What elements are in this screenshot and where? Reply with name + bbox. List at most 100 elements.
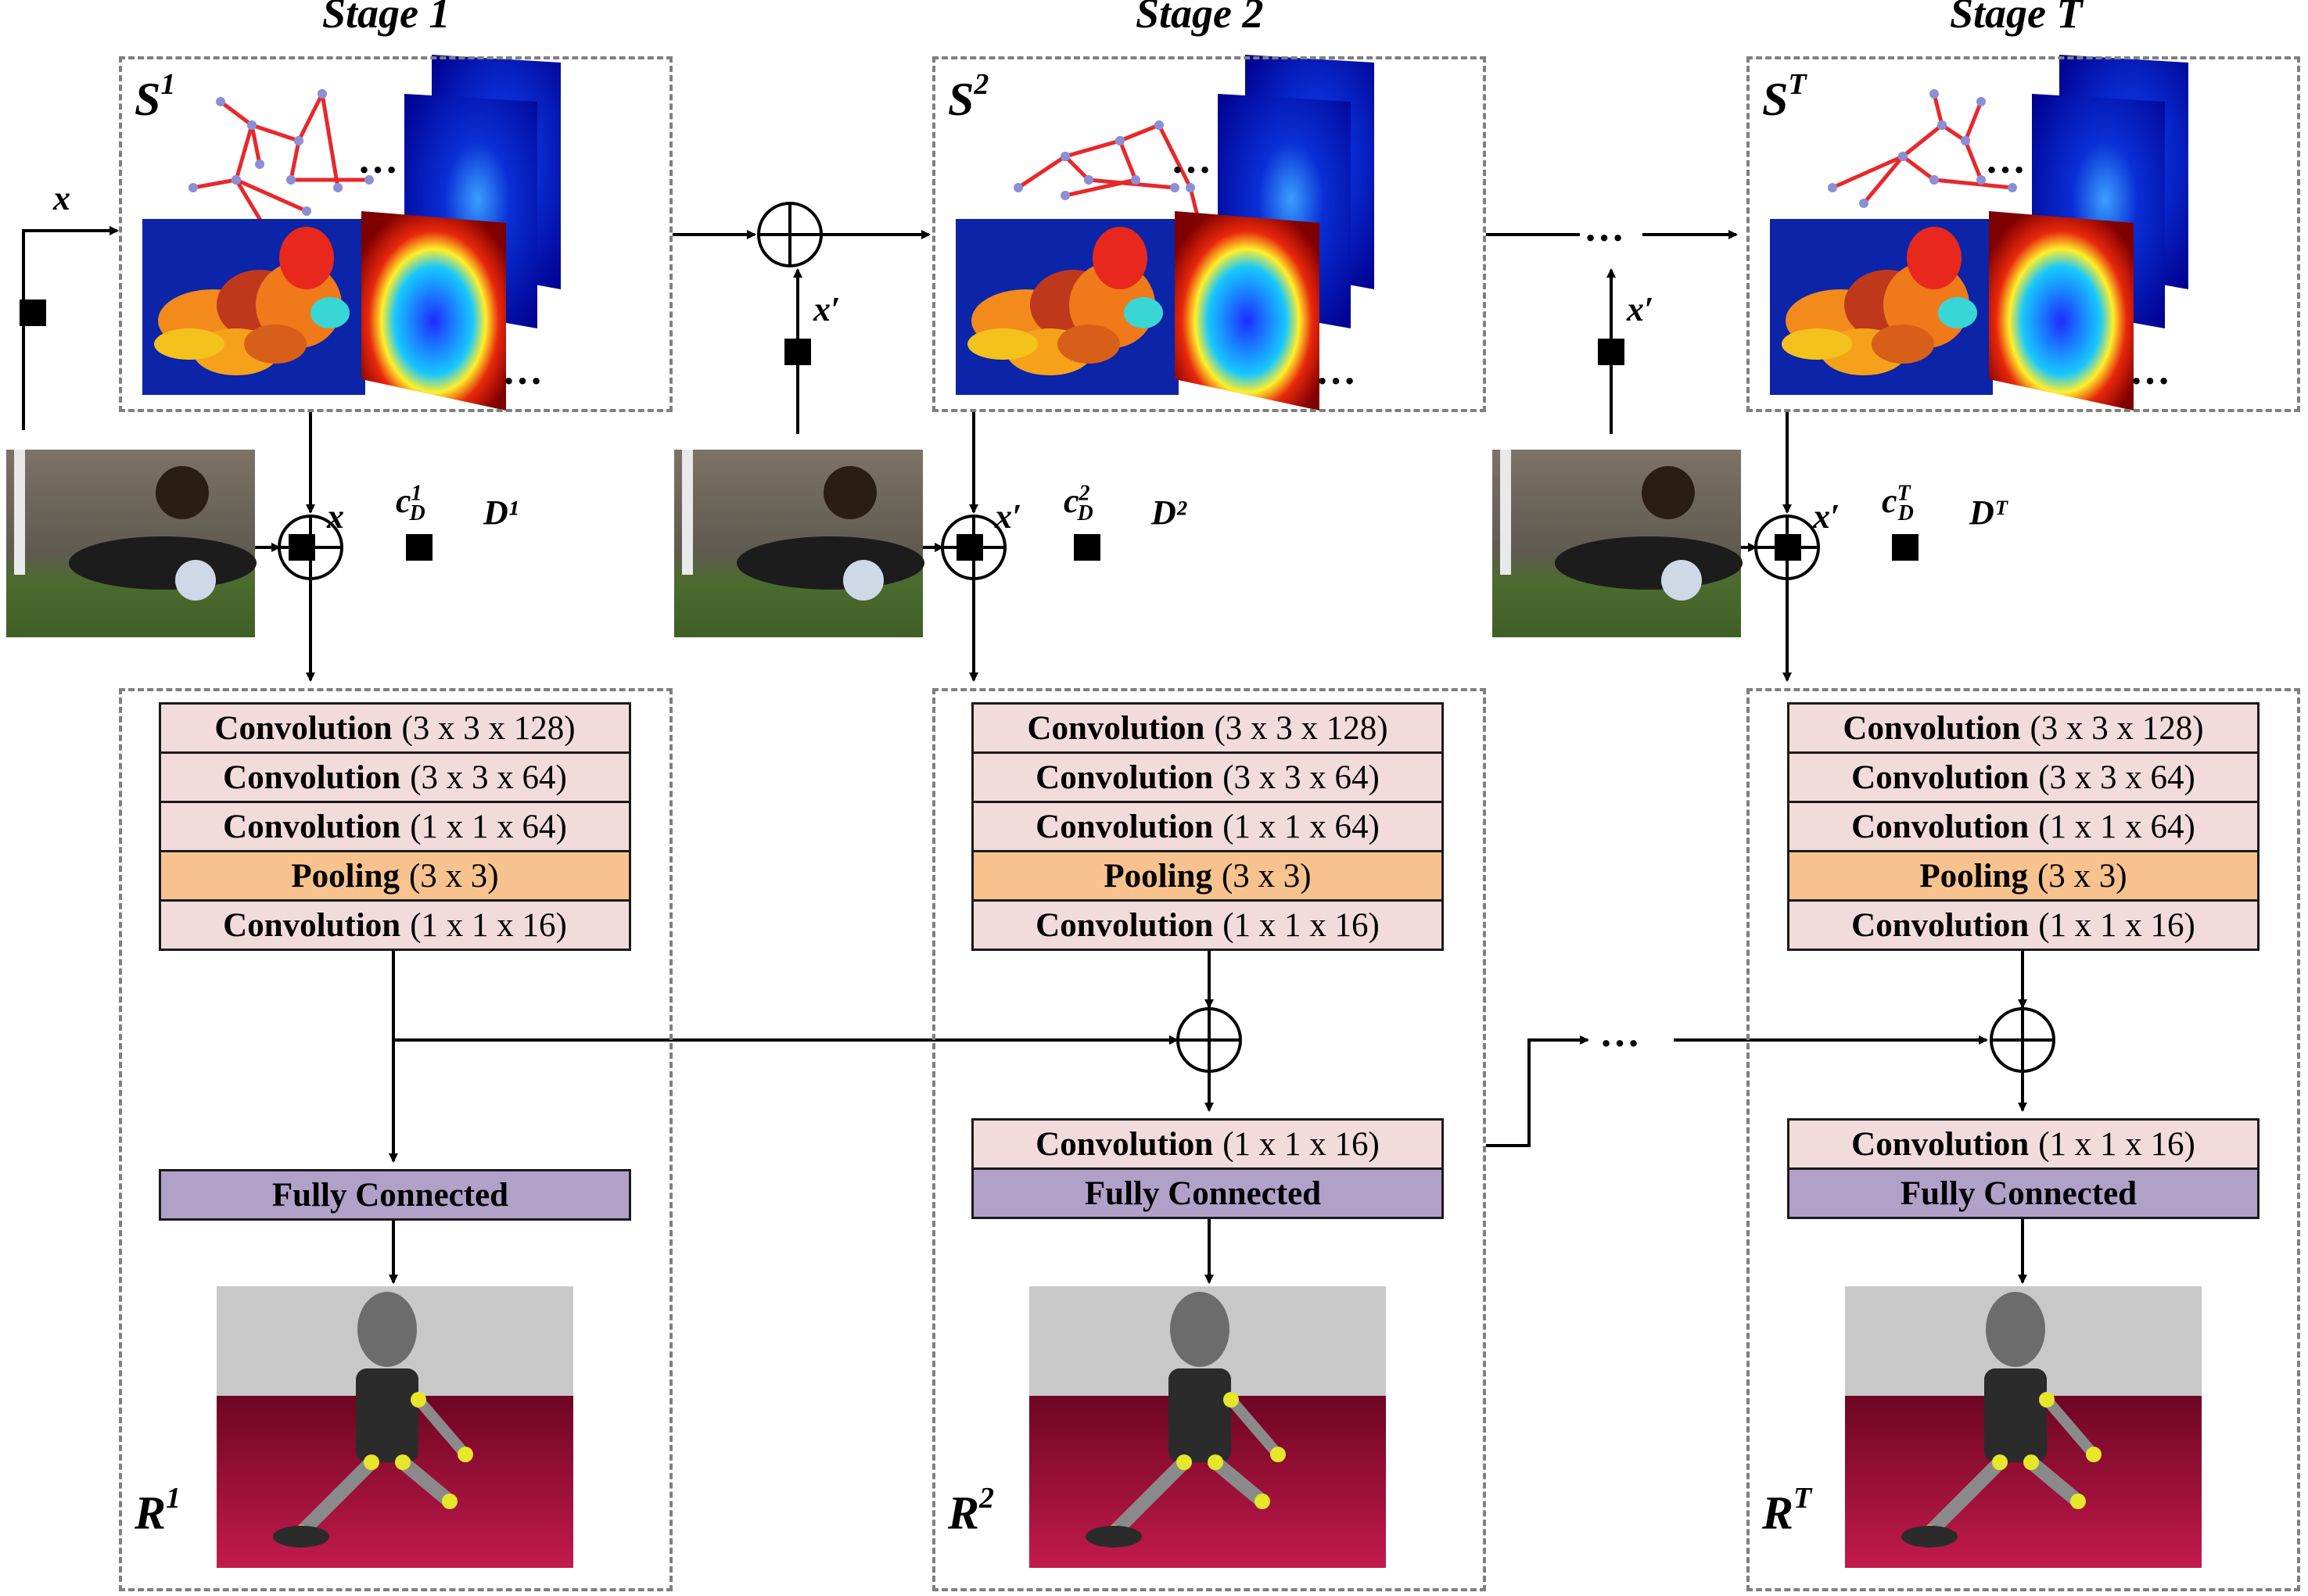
render-symbol-superscript: 1 bbox=[166, 1482, 181, 1515]
joint-marker bbox=[232, 175, 241, 185]
joint-marker bbox=[1061, 152, 1070, 161]
segment-part bbox=[1872, 325, 1934, 364]
layer-spec: (3 x 3) bbox=[1221, 857, 1312, 895]
pose-render bbox=[217, 1286, 573, 1568]
convolution-layer: Convolution(3 x 3 x 128) bbox=[1787, 702, 2260, 754]
bone bbox=[1862, 155, 1904, 205]
layer-name: Convolution bbox=[1036, 906, 1214, 944]
state-region bbox=[119, 56, 673, 412]
joint-marker bbox=[411, 1392, 426, 1408]
mannequin-arm bbox=[413, 1394, 471, 1460]
convolution-layer: Convolution(1 x 1 x 16) bbox=[159, 899, 631, 951]
heatmap-ellipsis: … bbox=[502, 349, 543, 393]
input-operator bbox=[289, 534, 315, 561]
refinement-block: Convolution(1 x 1 x 16) Fully Connected bbox=[971, 1118, 1444, 1219]
state-symbol: ST bbox=[1762, 68, 1807, 127]
layer-name: Convolution bbox=[1036, 759, 1214, 796]
layer-name: Pooling bbox=[291, 857, 400, 895]
network-region bbox=[1746, 688, 2300, 1591]
pooling-layer: Pooling(3 x 3) bbox=[159, 850, 631, 902]
descriptor-operator bbox=[1074, 534, 1100, 561]
bone bbox=[192, 178, 237, 190]
convolution-layer: Convolution(1 x 1 x 64) bbox=[1787, 801, 2260, 852]
joint-marker bbox=[1154, 120, 1164, 130]
input-photo bbox=[6, 450, 257, 637]
layer-table: Convolution(3 x 3 x 128)Convolution(3 x … bbox=[1787, 702, 2260, 951]
player-head bbox=[824, 466, 877, 519]
joint-marker bbox=[286, 175, 296, 185]
joint-marker bbox=[2039, 1392, 2055, 1408]
layer-name: Convolution bbox=[1851, 808, 2030, 845]
bone bbox=[1118, 140, 1138, 181]
bone bbox=[219, 100, 253, 127]
joint-marker bbox=[1084, 175, 1093, 185]
player-body bbox=[1555, 536, 1743, 590]
convolution-layer: Convolution(3 x 3 x 128) bbox=[971, 702, 1444, 754]
descriptor-subscript: D bbox=[1077, 500, 1093, 525]
network-region bbox=[119, 688, 673, 1591]
render-symbol: R2 bbox=[948, 1482, 994, 1540]
convolution-layer: Convolution(1 x 1 x 64) bbox=[159, 801, 631, 852]
bone bbox=[1017, 154, 1067, 190]
layer-name: Convolution bbox=[1843, 709, 2021, 747]
convolution-layer: Convolution(3 x 3 x 64) bbox=[971, 751, 1444, 803]
segment-part bbox=[1938, 297, 1977, 328]
joint-marker bbox=[255, 160, 264, 169]
refinement-block: Convolution(1 x 1 x 16)Fully Connected bbox=[1787, 1118, 2260, 1219]
extra-convolution-layer: Convolution(1 x 1 x 16) bbox=[971, 1118, 1444, 1170]
mannequin-torso bbox=[1168, 1368, 1231, 1462]
bone bbox=[1901, 155, 1936, 181]
fc-label: Fully Connected bbox=[1084, 1175, 1322, 1212]
segmentation-map bbox=[956, 219, 1179, 395]
heatmap-stack bbox=[1175, 55, 1374, 411]
layer-spec: (3 x 3) bbox=[408, 857, 499, 895]
bone bbox=[234, 124, 254, 181]
bone bbox=[1963, 140, 1983, 181]
goal-post bbox=[682, 450, 693, 575]
layer-name: Convolution bbox=[1851, 906, 2030, 944]
joint-marker bbox=[1186, 183, 1195, 192]
heatmap-stack bbox=[1989, 55, 2188, 411]
joint-marker bbox=[364, 1454, 379, 1470]
joint-marker bbox=[364, 175, 374, 185]
heatmap-background-layer bbox=[1989, 211, 2134, 411]
bone bbox=[1831, 154, 1904, 190]
bone bbox=[1963, 101, 1983, 142]
input-photo bbox=[1492, 450, 1743, 637]
joint-marker bbox=[1208, 1454, 1223, 1470]
joint-marker bbox=[318, 89, 327, 99]
mannequin-leg bbox=[396, 1455, 457, 1508]
input-feedback-arrow bbox=[22, 226, 119, 430]
joint-marker bbox=[2023, 1454, 2039, 1470]
fully-connected-layer: Fully Connected bbox=[971, 1167, 1444, 1219]
segment-part bbox=[1057, 325, 1120, 364]
bone bbox=[1088, 178, 1176, 190]
render-symbol-superscript: 2 bbox=[979, 1482, 995, 1515]
bone bbox=[296, 92, 325, 142]
player-head bbox=[1642, 466, 1695, 519]
layer-name: Convolution bbox=[1036, 808, 1214, 845]
joint-marker bbox=[1115, 136, 1125, 145]
segmentation-map bbox=[142, 219, 365, 395]
skeleton-sketch bbox=[1014, 120, 1203, 224]
bone bbox=[1064, 178, 1136, 198]
state-sum-node bbox=[757, 202, 823, 267]
input-photo bbox=[674, 450, 924, 637]
heatmap-ellipsis: … bbox=[1985, 138, 2026, 182]
joint-marker bbox=[2086, 1447, 2102, 1462]
render-symbol-letter: R bbox=[948, 1487, 980, 1539]
state-symbol: S2 bbox=[948, 68, 989, 127]
layer-spec: (1 x 1 x 16) bbox=[410, 906, 567, 944]
mannequin-head bbox=[357, 1292, 417, 1367]
segment-part bbox=[244, 325, 307, 364]
goal-post bbox=[1500, 450, 1511, 575]
bone bbox=[1157, 124, 1193, 189]
fc-label: Fully Connected bbox=[1900, 1175, 2138, 1212]
mannequin-leg bbox=[294, 1455, 379, 1540]
joint-marker bbox=[442, 1494, 458, 1509]
state-symbol-letter: S bbox=[948, 74, 975, 125]
joint-marker bbox=[188, 183, 198, 192]
joint-marker bbox=[1859, 199, 1868, 208]
player-body bbox=[737, 536, 924, 590]
fc-block: Fully Connected bbox=[159, 1169, 631, 1221]
